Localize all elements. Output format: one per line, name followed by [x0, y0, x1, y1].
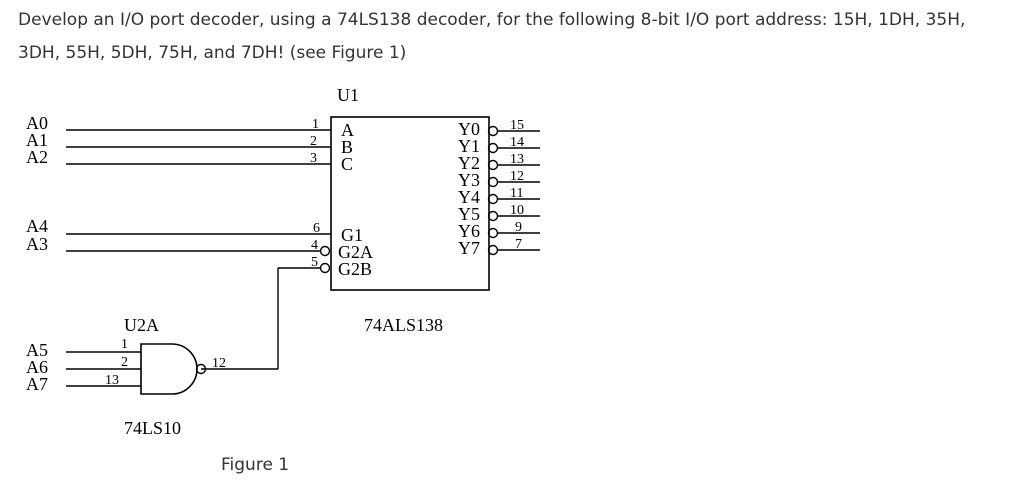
label-a4: A4	[26, 216, 48, 236]
pin-b: B	[341, 137, 353, 157]
pin-y1: Y1	[458, 136, 480, 156]
pin-num-y5: 10	[510, 203, 524, 218]
label-a3: A3	[26, 234, 48, 254]
output-pin-numbers: 15 14 13 12 11 10 9 7	[510, 118, 524, 252]
pin-y3: Y3	[458, 170, 480, 190]
u2a-part: 74LS10	[124, 418, 181, 438]
address-wires-mid	[66, 233, 331, 370]
pin-num-b: 2	[310, 134, 317, 149]
pin-g2b: G2B	[338, 259, 372, 279]
pin-y7: Y7	[458, 238, 480, 258]
pin-num-y4: 11	[510, 186, 523, 201]
question-line-2: 3DH, 55H, 5DH, 75H, and 7DH! (see Figure…	[18, 43, 407, 63]
pin-num-y6: 9	[515, 220, 522, 235]
address-wires-top	[66, 129, 331, 165]
pin-num-g1: 6	[313, 221, 320, 236]
u1-body	[330, 116, 490, 291]
question-line-1: Develop an I/O port decoder, using a 74L…	[18, 10, 966, 30]
u1-part: 74ALS138	[364, 315, 443, 335]
label-a0: A0	[26, 113, 48, 133]
u1-outputs: Y0 Y1 Y2 Y3 Y4 Y5 Y6 Y7	[458, 119, 480, 258]
label-a1: A1	[26, 130, 48, 150]
question-text: Develop an I/O port decoder, using a 74L…	[18, 4, 1018, 70]
label-a5: A5	[26, 340, 48, 360]
figure-caption: Figure 1	[221, 455, 290, 475]
pin-y6: Y6	[458, 221, 480, 241]
pin-y5: Y5	[458, 204, 480, 224]
pin-num-y0: 15	[510, 118, 524, 133]
u1-ref: U1	[337, 85, 359, 105]
u2a-pin-13: 13	[105, 373, 119, 388]
label-a2: A2	[26, 147, 48, 167]
pin-c: C	[341, 154, 353, 174]
pin-y2: Y2	[458, 153, 480, 173]
pin-num-g2b: 5	[311, 255, 318, 270]
u2a-pin-1: 1	[121, 337, 128, 352]
u2a-pin-2: 2	[121, 355, 128, 370]
label-a7: A7	[26, 374, 48, 394]
pin-num-y3: 12	[510, 169, 524, 184]
address-labels-top: A0 A1 A2	[26, 113, 48, 167]
pin-num-g2a: 4	[311, 238, 318, 253]
pin-num-y7: 7	[515, 237, 522, 252]
pin-y0: Y0	[458, 119, 480, 139]
pin-g2a: G2A	[338, 242, 373, 262]
pin-num-y1: 14	[510, 135, 524, 150]
nand-gate	[66, 343, 207, 395]
pin-y4: Y4	[458, 187, 480, 207]
u2a-ref: U2A	[124, 315, 159, 335]
pin-a: A	[341, 120, 354, 140]
pin-num-a: 1	[312, 117, 319, 132]
u2a-pin-12: 12	[212, 356, 226, 371]
pin-num-y2: 13	[510, 152, 524, 167]
output-wires	[487, 125, 540, 256]
pin-num-c: 3	[310, 151, 317, 166]
pin-g1: G1	[341, 225, 363, 245]
label-a6: A6	[26, 357, 48, 377]
address-labels-bottom: A5 A6 A7	[26, 340, 48, 394]
